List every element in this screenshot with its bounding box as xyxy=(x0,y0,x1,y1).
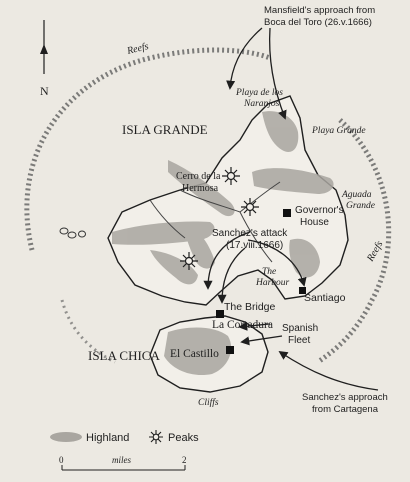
islets xyxy=(59,227,86,239)
sanchez-attack-line2: (17.viii.1666) xyxy=(226,240,283,251)
mansfield-approach-line2: Boca del Toro (26.v.1666) xyxy=(264,17,372,28)
harbour-line2: Harbour xyxy=(255,278,290,288)
mansfield-approach-line1: Mansfield's approach from xyxy=(264,5,375,16)
isla-chica-label: ISLA CHICA xyxy=(88,348,160,363)
aguada-line1: Aguada xyxy=(341,190,372,200)
legend: Highland Peaks xyxy=(50,430,199,444)
cliffs-label: Cliffs xyxy=(198,397,219,408)
sanchez-approach-line2: from Cartagena xyxy=(312,404,379,415)
reefs-label-top: Reefs xyxy=(125,41,150,57)
highland-areas xyxy=(112,111,334,376)
north-label: N xyxy=(40,84,49,98)
santiago-label: Santiago xyxy=(304,292,346,304)
highland-swatch xyxy=(50,432,82,442)
peak-icon xyxy=(180,252,198,270)
spanish-fleet-line2: Fleet xyxy=(288,335,310,346)
peak-legend-icon xyxy=(149,430,163,444)
reef-outer-arc xyxy=(24,47,271,251)
reefs-label-right: Reefs xyxy=(365,239,386,264)
governors-house-line1: Governor's xyxy=(295,205,344,216)
spanish-fleet-line1: Spanish xyxy=(282,323,318,334)
peak-icon xyxy=(241,198,259,216)
governors-house-marker xyxy=(283,209,291,217)
sanchez-approach-line1: Sanchez's approach xyxy=(302,392,388,403)
isla-grande-label: ISLA GRANDE xyxy=(122,122,208,137)
cerro-line1: Cerro de la xyxy=(176,171,221,182)
playa-naranjos-line1: Playa de los xyxy=(235,88,283,98)
sanchez-attack-line1: Sanchez's attack xyxy=(212,228,288,239)
playa-naranjos-line2: Naranjos xyxy=(243,99,280,109)
scale-end: 2 xyxy=(182,455,187,465)
peak-icon xyxy=(222,167,240,185)
building-markers xyxy=(216,209,306,354)
castillo-marker xyxy=(226,346,234,354)
scale-start: 0 xyxy=(59,455,64,465)
bridge-marker xyxy=(216,310,224,318)
aguada-line2: Grande xyxy=(346,201,375,211)
bridge-label: The Bridge xyxy=(224,301,276,313)
legend-peaks-label: Peaks xyxy=(168,432,199,444)
peak-markers xyxy=(180,167,259,270)
castillo-label: El Castillo xyxy=(170,348,219,360)
santiago-marker xyxy=(299,287,306,294)
legend-highland-label: Highland xyxy=(86,432,129,444)
scale-bar: 0 miles 2 xyxy=(59,455,187,471)
governors-house-line2: House xyxy=(300,217,329,228)
cortadura-label: La Cortadura xyxy=(212,319,273,331)
harbour-line1: The xyxy=(262,267,276,277)
playa-grande-label: Playa Grande xyxy=(311,126,366,136)
scale-unit: miles xyxy=(112,455,131,465)
tracks xyxy=(149,181,281,263)
north-arrow: N xyxy=(40,20,49,98)
reef-left-lower xyxy=(60,299,116,364)
cerro-line2: Hermosa xyxy=(182,183,219,194)
approach-arrows xyxy=(203,27,379,391)
